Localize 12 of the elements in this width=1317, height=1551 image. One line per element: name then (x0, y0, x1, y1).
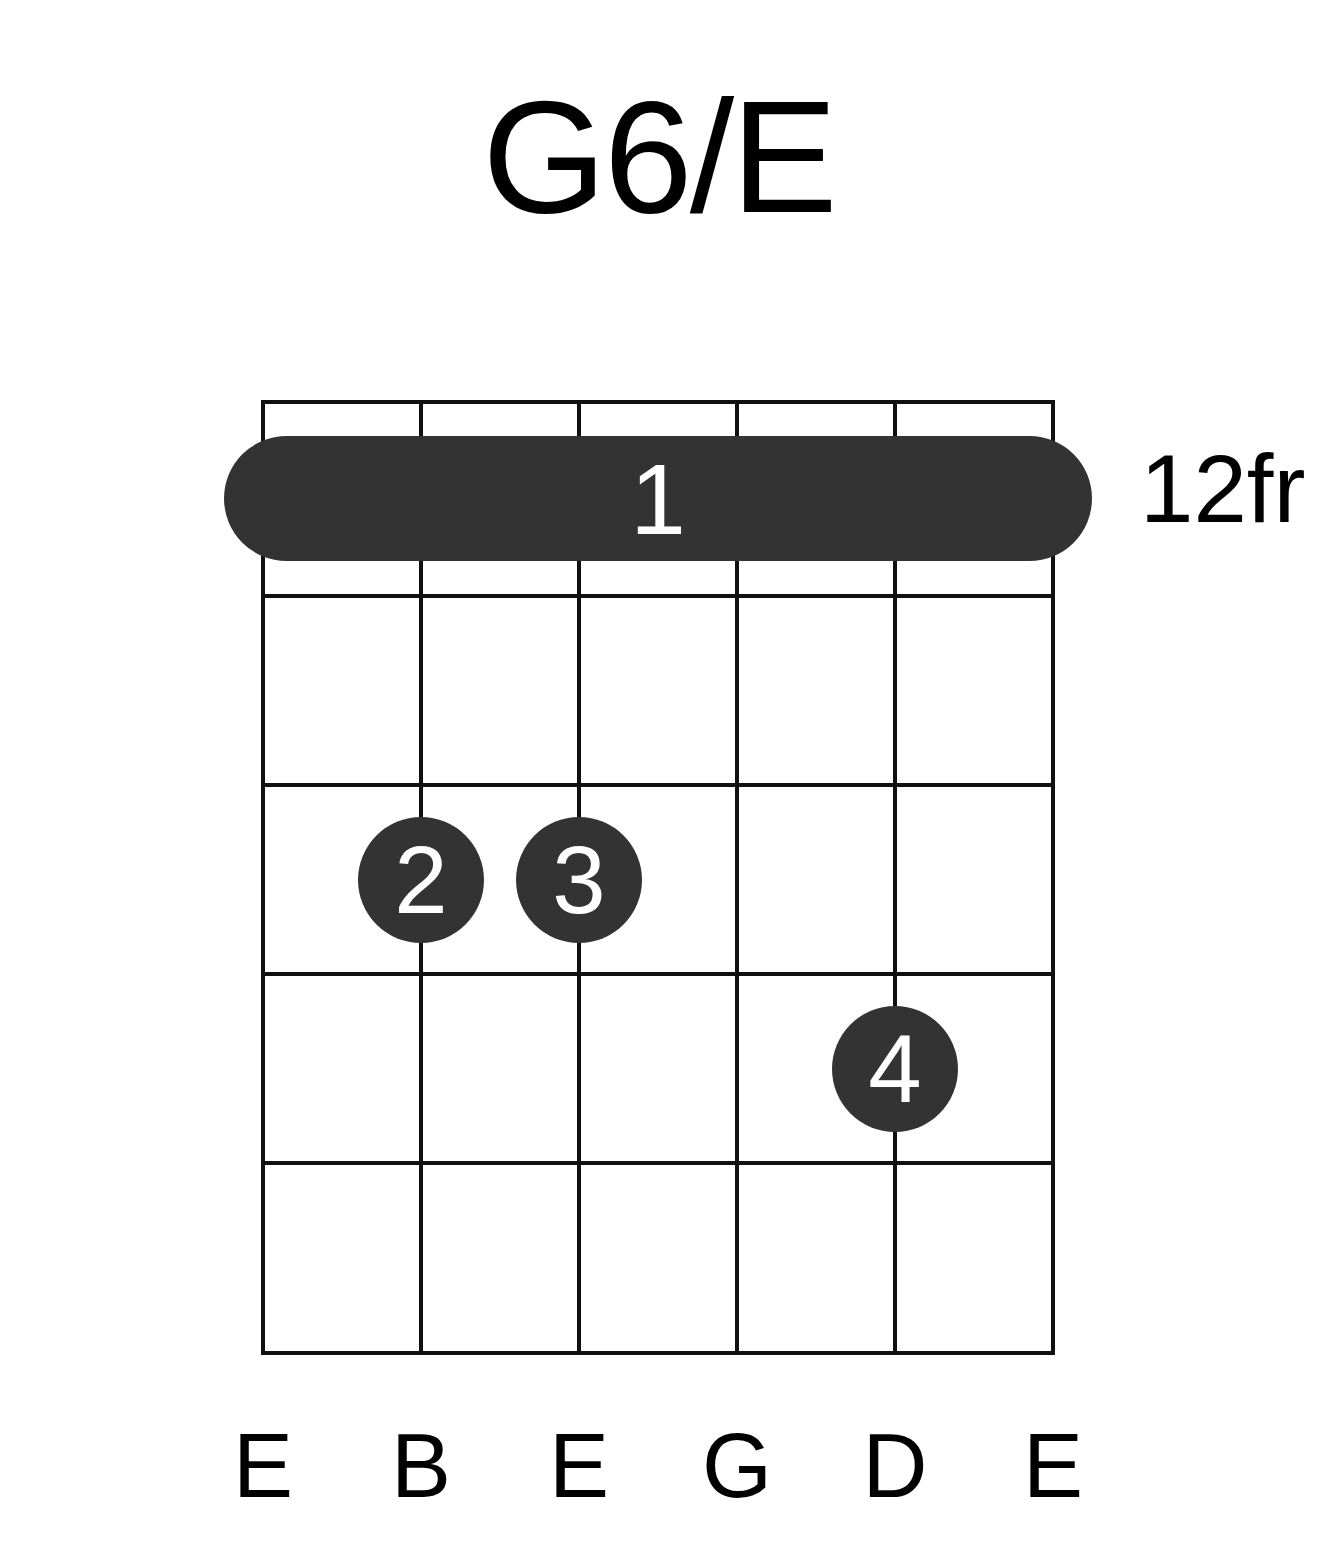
string-name: E (548, 1421, 610, 1511)
finger-number: 3 (552, 832, 606, 928)
string-name: E (232, 1421, 294, 1511)
string-name: G (701, 1421, 773, 1511)
finger-number: 2 (394, 832, 448, 928)
finger-number: 4 (868, 1021, 922, 1117)
string-name: B (390, 1421, 452, 1511)
string-name: E (1022, 1421, 1084, 1511)
chord-title: G6/E (481, 77, 836, 237)
finger-number: 1 (630, 448, 686, 549)
fret-position-label: 12fr (1140, 441, 1306, 537)
string-name: D (861, 1421, 929, 1511)
